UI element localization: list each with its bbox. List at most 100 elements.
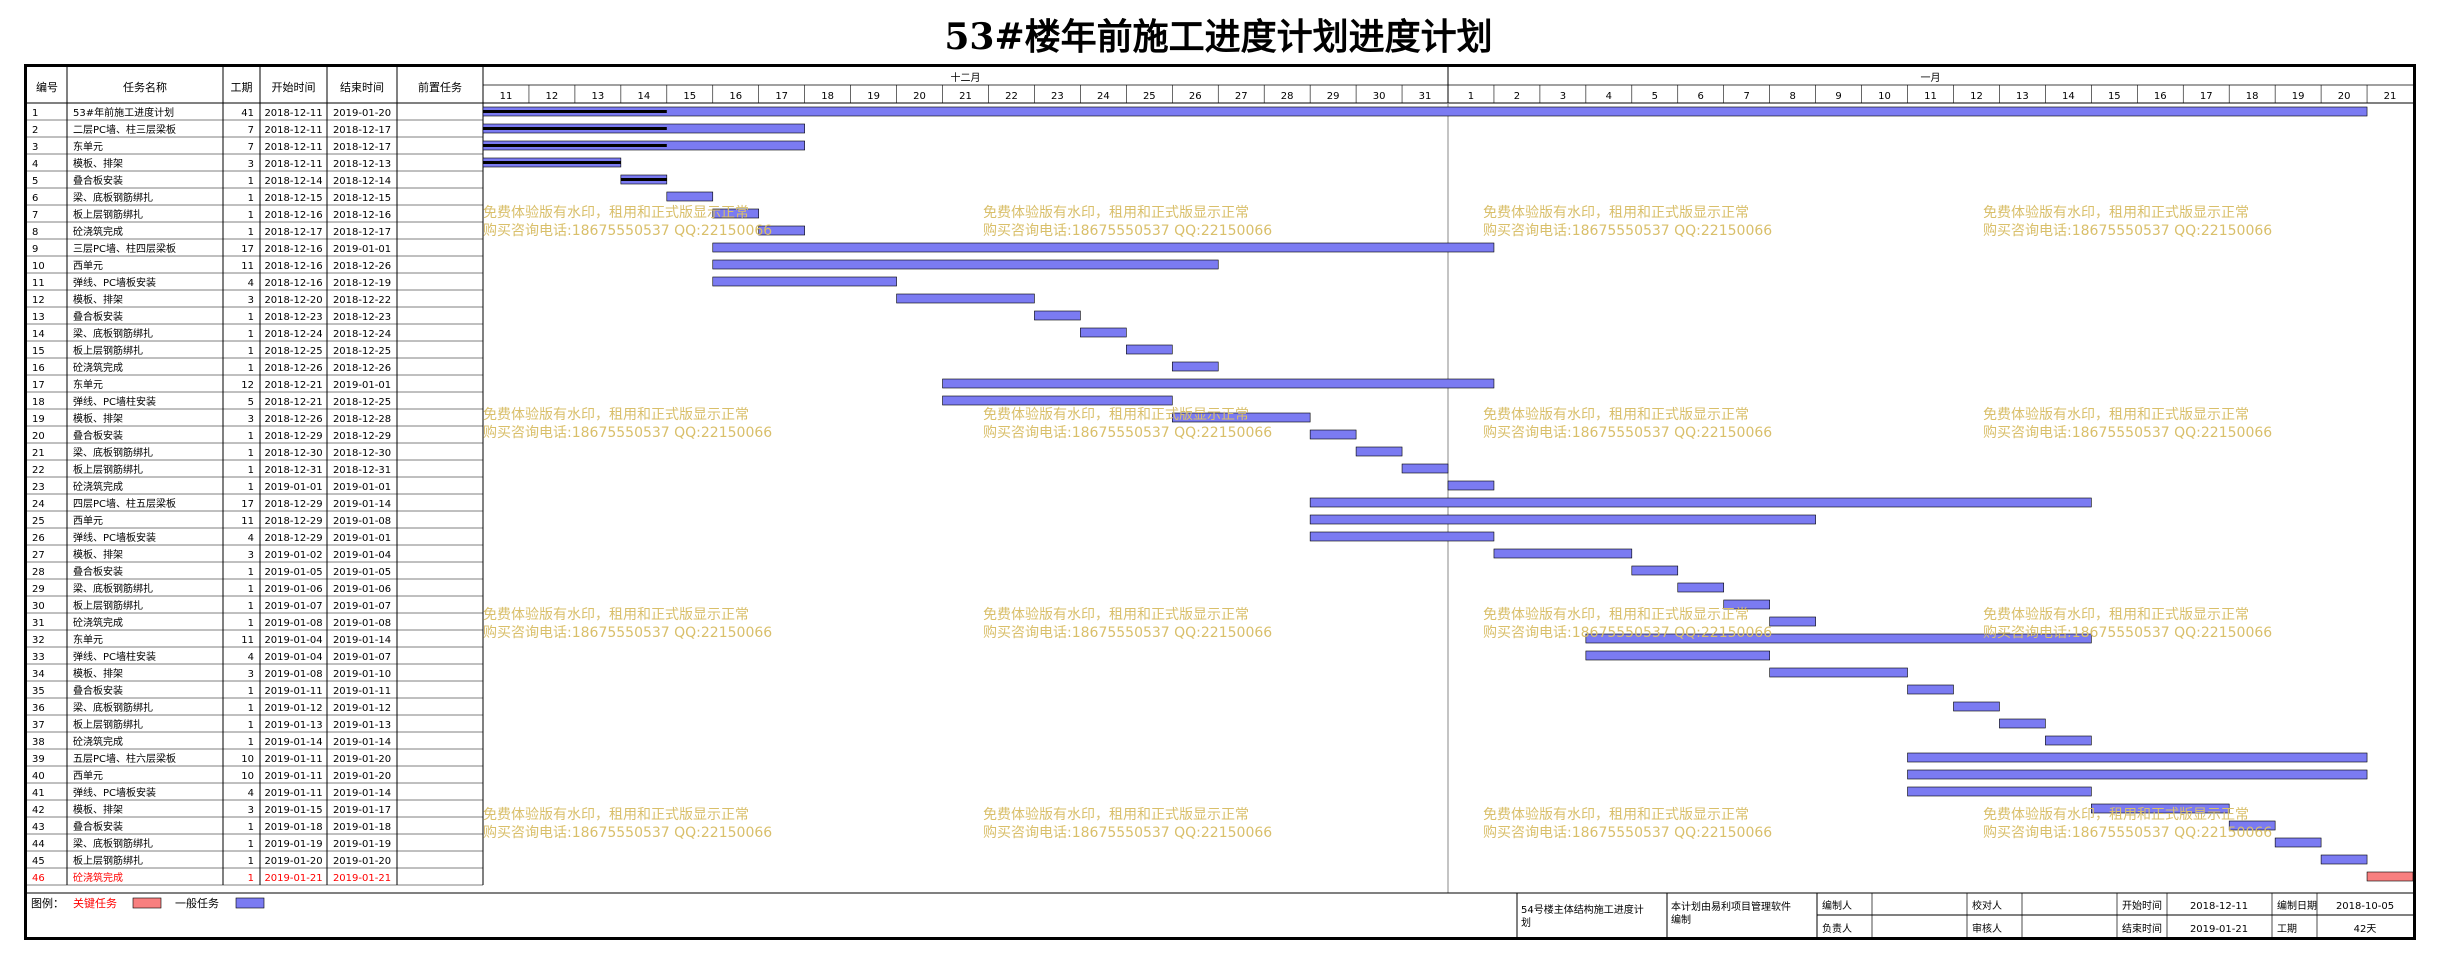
task-duration: 1	[248, 431, 254, 442]
task-name: 东单元	[73, 378, 103, 391]
task-start: 2019-01-11	[264, 686, 322, 697]
task-duration: 11	[241, 635, 254, 646]
watermark-line-1: 免费体验版有水印，租用和正式版显示正常	[1983, 807, 2249, 823]
task-name: 五层PC墙、柱六层梁板	[73, 752, 176, 765]
task-bar	[1907, 769, 2368, 780]
task-name: 砼浇筑完成	[73, 735, 123, 748]
task-start: 2019-01-14	[264, 737, 322, 748]
task-end: 2019-01-14	[333, 635, 391, 646]
task-bar	[1907, 786, 2092, 797]
day-tick-label: 16	[729, 91, 742, 102]
task-name: 西单元	[73, 515, 103, 527]
summary-bar-marker	[483, 144, 667, 147]
task-id: 21	[32, 448, 45, 459]
task-name: 板上层钢筋绑扎	[73, 718, 143, 731]
month-label: 一月	[1921, 72, 1941, 84]
task-start: 2019-01-18	[264, 822, 322, 833]
task-duration: 1	[248, 193, 254, 204]
footer-duration-value: 42天	[2354, 924, 2377, 935]
task-name: 弹线、PC墙柱安装	[73, 650, 156, 663]
task-end: 2018-12-23	[333, 312, 391, 323]
footer-reviewer-label: 审核人	[1972, 922, 2002, 935]
task-duration: 7	[248, 142, 254, 153]
task-start: 2018-12-21	[264, 397, 322, 408]
task-name: 板上层钢筋绑扎	[73, 854, 143, 867]
task-duration: 1	[248, 584, 254, 595]
task-id: 45	[32, 856, 45, 867]
task-end: 2019-01-08	[333, 618, 391, 629]
day-tick-label: 11	[500, 91, 513, 102]
task-start: 2019-01-12	[264, 703, 322, 714]
day-tick-label: 17	[775, 91, 788, 102]
day-tick-label: 19	[867, 91, 880, 102]
task-duration: 1	[248, 720, 254, 731]
column-header: 开始时间	[272, 80, 316, 94]
footer-plan-title: 划	[1521, 916, 1531, 929]
watermark-line-1: 免费体验版有水印，租用和正式版显示正常	[1983, 205, 2249, 221]
task-name: 模板、排架	[73, 157, 123, 170]
task-duration: 1	[248, 482, 254, 493]
task-start: 2019-01-05	[264, 567, 322, 578]
task-bar	[1769, 616, 1816, 627]
task-id: 19	[32, 414, 45, 425]
task-id: 20	[32, 431, 45, 442]
task-name: 叠合板安装	[73, 820, 123, 833]
footer-software: 编制	[1671, 913, 1691, 926]
task-start: 2019-01-08	[264, 618, 322, 629]
task-start: 2018-12-14	[264, 176, 322, 187]
task-id: 43	[32, 822, 45, 833]
task-end: 2018-12-17	[333, 125, 391, 136]
day-tick-label: 14	[2062, 91, 2075, 102]
task-start: 2019-01-02	[264, 550, 322, 561]
task-duration: 41	[241, 108, 254, 119]
task-name: 砼浇筑完成	[73, 871, 123, 884]
task-bar	[1723, 599, 1770, 610]
day-tick-label: 25	[1143, 91, 1156, 102]
task-start: 2018-12-26	[264, 414, 322, 425]
task-name: 梁、底板钢筋绑扎	[73, 837, 153, 850]
day-tick-label: 12	[546, 91, 559, 102]
task-bar	[2091, 803, 2230, 814]
task-start: 2018-12-11	[264, 125, 322, 136]
task-end: 2019-01-14	[333, 737, 391, 748]
task-end: 2019-01-05	[333, 567, 391, 578]
task-id: 34	[32, 669, 45, 680]
task-start: 2018-12-11	[264, 159, 322, 170]
task-name: 叠合板安装	[73, 429, 123, 442]
day-tick-label: 9	[1835, 91, 1841, 102]
legend-label: 图例：	[31, 896, 64, 910]
task-id: 26	[32, 533, 45, 544]
task-duration: 1	[248, 346, 254, 357]
task-id: 37	[32, 720, 45, 731]
task-start: 2018-12-16	[264, 244, 322, 255]
task-id: 39	[32, 754, 45, 765]
task-duration: 4	[248, 788, 254, 799]
watermark-line-1: 免费体验版有水印，租用和正式版显示正常	[1483, 407, 1749, 423]
task-duration: 1	[248, 822, 254, 833]
task-id: 15	[32, 346, 45, 357]
task-id: 6	[32, 193, 38, 204]
task-id: 35	[32, 686, 45, 697]
day-tick-label: 15	[2108, 91, 2121, 102]
task-name: 53#年前施工进度计划	[73, 106, 174, 119]
task-id: 5	[32, 176, 38, 187]
task-end: 2018-12-26	[333, 261, 391, 272]
task-duration: 1	[248, 448, 254, 459]
day-tick-label: 16	[2154, 91, 2167, 102]
task-duration: 4	[248, 278, 254, 289]
task-bar	[712, 242, 1495, 253]
task-start: 2018-12-17	[264, 227, 322, 238]
task-start: 2019-01-04	[264, 652, 322, 663]
task-id: 30	[32, 601, 45, 612]
watermark-line-2: 购买咨询电话:18675550537 QQ:22150066	[1983, 825, 2272, 841]
day-tick-label: 20	[913, 91, 926, 102]
task-duration: 7	[248, 125, 254, 136]
task-bar	[1171, 361, 1219, 372]
task-name: 板上层钢筋绑扎	[73, 208, 143, 221]
task-name: 四层PC墙、柱五层梁板	[73, 497, 176, 510]
legend-normal-label: 一般任务	[175, 897, 219, 910]
task-name: 西单元	[73, 260, 103, 272]
task-name: 梁、底板钢筋绑扎	[73, 701, 153, 714]
task-end: 2018-12-25	[333, 397, 391, 408]
task-name: 叠合板安装	[73, 684, 123, 697]
